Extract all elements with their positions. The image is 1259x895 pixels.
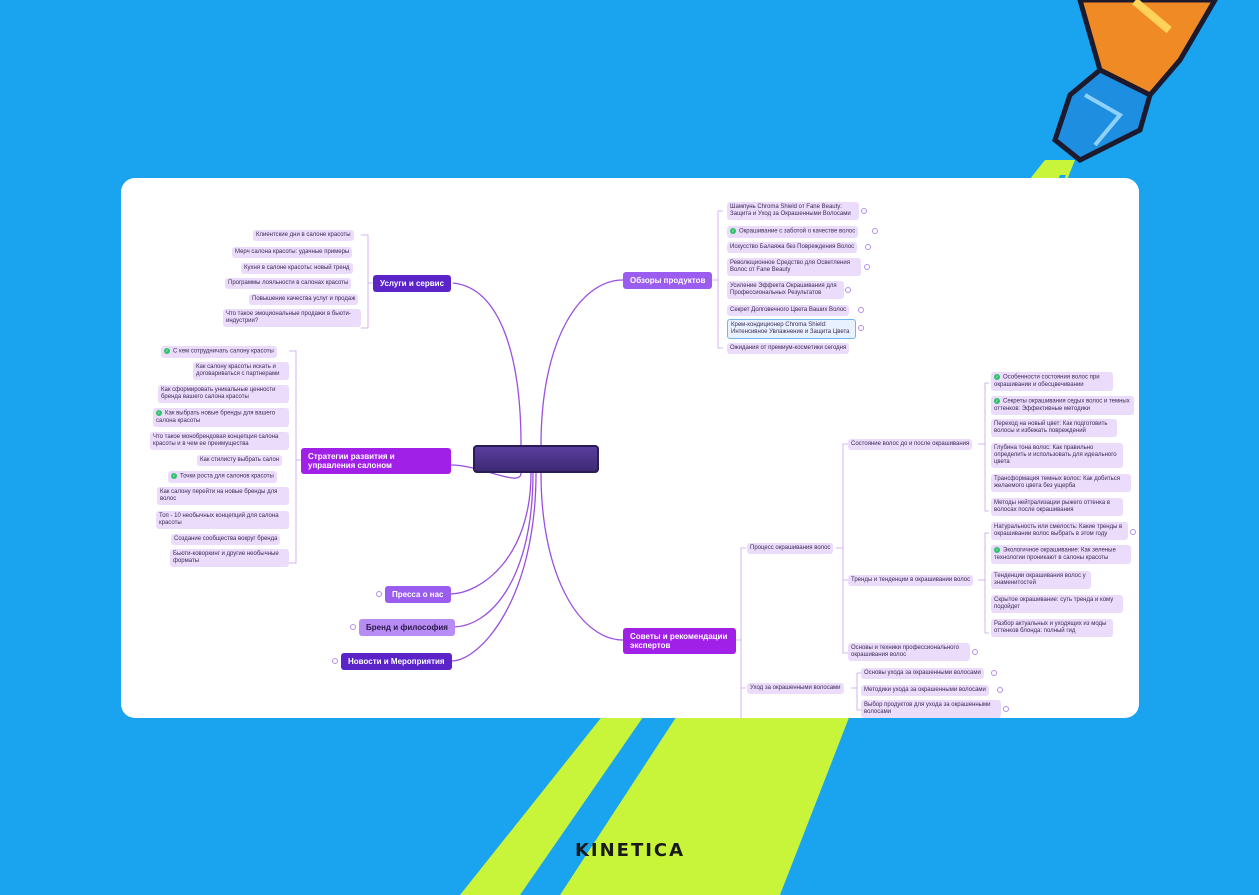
strategy-item[interactable]: ✓Точки роста для салонов красоты: [168, 471, 277, 483]
brand-logo: KINETICA: [574, 840, 686, 861]
strategy-item[interactable]: Что такое монобрендовая концепция салона…: [150, 432, 289, 450]
flashlight-icon: [1052, 0, 1218, 163]
strategy-item[interactable]: Как стилисту выбрать салон: [197, 455, 283, 466]
collapsed-count-badge[interactable]: [858, 307, 864, 313]
trends-item[interactable]: Тенденции окрашивания волос у знаменитос…: [991, 571, 1091, 589]
services-item[interactable]: Кухня в салоне красоты: новый тренд: [241, 263, 353, 274]
services-item[interactable]: Мерч салона красоты: удачные примеры: [232, 247, 353, 258]
collapsed-count-badge[interactable]: [858, 325, 864, 331]
hair-state-item[interactable]: ✓Секреты окрашивания седых волос и темны…: [991, 396, 1134, 415]
leaf-icon: ✓: [994, 547, 1000, 553]
services-item[interactable]: Программы лояльности в салонах красоты: [225, 278, 352, 289]
check-icon: ✓: [156, 410, 162, 416]
branch-experts[interactable]: Советы и рекомендации экспертов: [623, 628, 736, 654]
strategy-item[interactable]: ✓Как выбрать новые бренды для вашего сал…: [153, 408, 289, 427]
collapsed-count-badge[interactable]: [376, 591, 382, 597]
collapsed-count-badge[interactable]: [1130, 529, 1136, 535]
strategy-item[interactable]: Как салону перейти на новые бренды для в…: [157, 487, 289, 505]
trends-item[interactable]: Натуральность или смелость: Какие тренды…: [991, 522, 1128, 540]
services-item[interactable]: Повышение качества услуг и продаж: [249, 294, 359, 305]
check-icon: ✓: [994, 398, 1000, 404]
strategy-item[interactable]: Топ - 10 необычных концепций для салона …: [156, 511, 289, 529]
branch-press[interactable]: Пресса о нас: [385, 586, 451, 603]
review-item[interactable]: Секрет Долговечного Цвета Ваших Волос: [727, 305, 850, 316]
collapsed-count-badge[interactable]: [1003, 706, 1009, 712]
subbranch-trends[interactable]: Тренды и тенденции в окрашивании волос: [848, 575, 974, 586]
collapsed-count-badge[interactable]: [864, 264, 870, 270]
services-item[interactable]: Клиентские дни в салоне красоты: [253, 230, 354, 241]
collapsed-count-badge[interactable]: [845, 287, 851, 293]
collapsed-count-badge[interactable]: [872, 228, 878, 234]
strategy-item[interactable]: Как салону красоты искать и договаривать…: [193, 362, 289, 380]
subbranch-coloring-process[interactable]: Процесс окрашивания волос: [747, 543, 834, 554]
strategy-item[interactable]: Как сформировать уникальные ценности бре…: [158, 385, 289, 403]
collapsed-count-badge[interactable]: [350, 624, 356, 630]
care-item[interactable]: Методики ухода за окрашенными волосами: [861, 685, 989, 696]
review-item[interactable]: Искусство Балаяжа без Повреждения Волос: [727, 242, 858, 253]
collapsed-count-badge[interactable]: [997, 687, 1003, 693]
subbranch-care[interactable]: Уход за окрашенными волосами: [747, 683, 844, 694]
branch-news[interactable]: Новости и Мероприятия: [341, 653, 452, 670]
strategy-item[interactable]: ✓С кем сотрудничать салону красоты: [161, 346, 277, 358]
check-icon: ✓: [171, 473, 177, 479]
review-item[interactable]: Революционное Средство для Осветления Во…: [727, 258, 861, 276]
care-item[interactable]: Выбор продуктов для ухода за окрашенными…: [861, 700, 1001, 718]
subbranch-hair-state[interactable]: Состояние волос до и после окрашивания: [848, 439, 973, 450]
branch-reviews[interactable]: Обзоры продуктов: [623, 272, 713, 289]
trends-item[interactable]: ✓Экологичное окрашивание: Как зеленые те…: [991, 545, 1131, 564]
review-item[interactable]: Ожидания от премиум-косметики сегодня: [727, 343, 850, 354]
hair-state-item[interactable]: Методы нейтрализации рыжего оттенка в во…: [991, 498, 1123, 516]
subbranch-basics[interactable]: Основы и техники профессионального окраш…: [848, 643, 970, 661]
collapsed-count-badge[interactable]: [861, 208, 867, 214]
hair-state-item[interactable]: ✓Особенности состояния волос при окрашив…: [991, 372, 1113, 391]
trends-item[interactable]: Разбор актуальных и уходящих из моды отт…: [991, 619, 1113, 637]
mindmap-canvas[interactable]: Услуги и сервис Клиентские дни в салоне …: [121, 178, 1139, 718]
review-item[interactable]: Усиление Эффекта Окрашивания для Професс…: [727, 281, 844, 299]
review-item[interactable]: Шампунь Chroma Shield от Fane Beauty: За…: [727, 202, 859, 220]
hair-state-item[interactable]: Переход на новый цвет: Как подготовить в…: [991, 419, 1117, 437]
branch-brand-philosophy[interactable]: Бренд и философия: [359, 619, 455, 636]
hair-state-item[interactable]: Трансформация темных волос: Как добиться…: [991, 474, 1131, 492]
mindmap-connectors: [289, 210, 989, 718]
branch-services[interactable]: Услуги и сервис: [373, 275, 452, 292]
review-item-selected[interactable]: Крем-кондиционер Chroma Shield: Интенсив…: [727, 319, 856, 339]
strategy-item[interactable]: Создание сообщества вокруг бренда: [171, 534, 281, 545]
collapsed-count-badge[interactable]: [332, 658, 338, 664]
care-item[interactable]: Основы ухода за окрашенными волосами: [861, 668, 984, 679]
branch-strategy[interactable]: Стратегии развития и управления салоном: [301, 448, 451, 474]
strategy-item[interactable]: Бьюти-коворкинг и другие необычные форма…: [170, 549, 289, 567]
services-item[interactable]: Что такое эмоциональные продажи в бьюти-…: [223, 309, 361, 327]
review-item[interactable]: ✓Окрашивание с заботой о качестве волос: [727, 226, 859, 238]
mindmap-root-node[interactable]: [473, 445, 599, 473]
check-icon: ✓: [730, 228, 736, 234]
trends-item[interactable]: Скрытое окрашивание: суть тренда и кому …: [991, 595, 1123, 613]
check-icon: ✓: [994, 374, 1000, 380]
collapsed-count-badge[interactable]: [991, 670, 997, 676]
collapsed-count-badge[interactable]: [865, 244, 871, 250]
collapsed-count-badge[interactable]: [972, 649, 978, 655]
hair-state-item[interactable]: Глубина тона волос: Как правильно опреде…: [991, 443, 1123, 468]
check-icon: ✓: [164, 348, 170, 354]
